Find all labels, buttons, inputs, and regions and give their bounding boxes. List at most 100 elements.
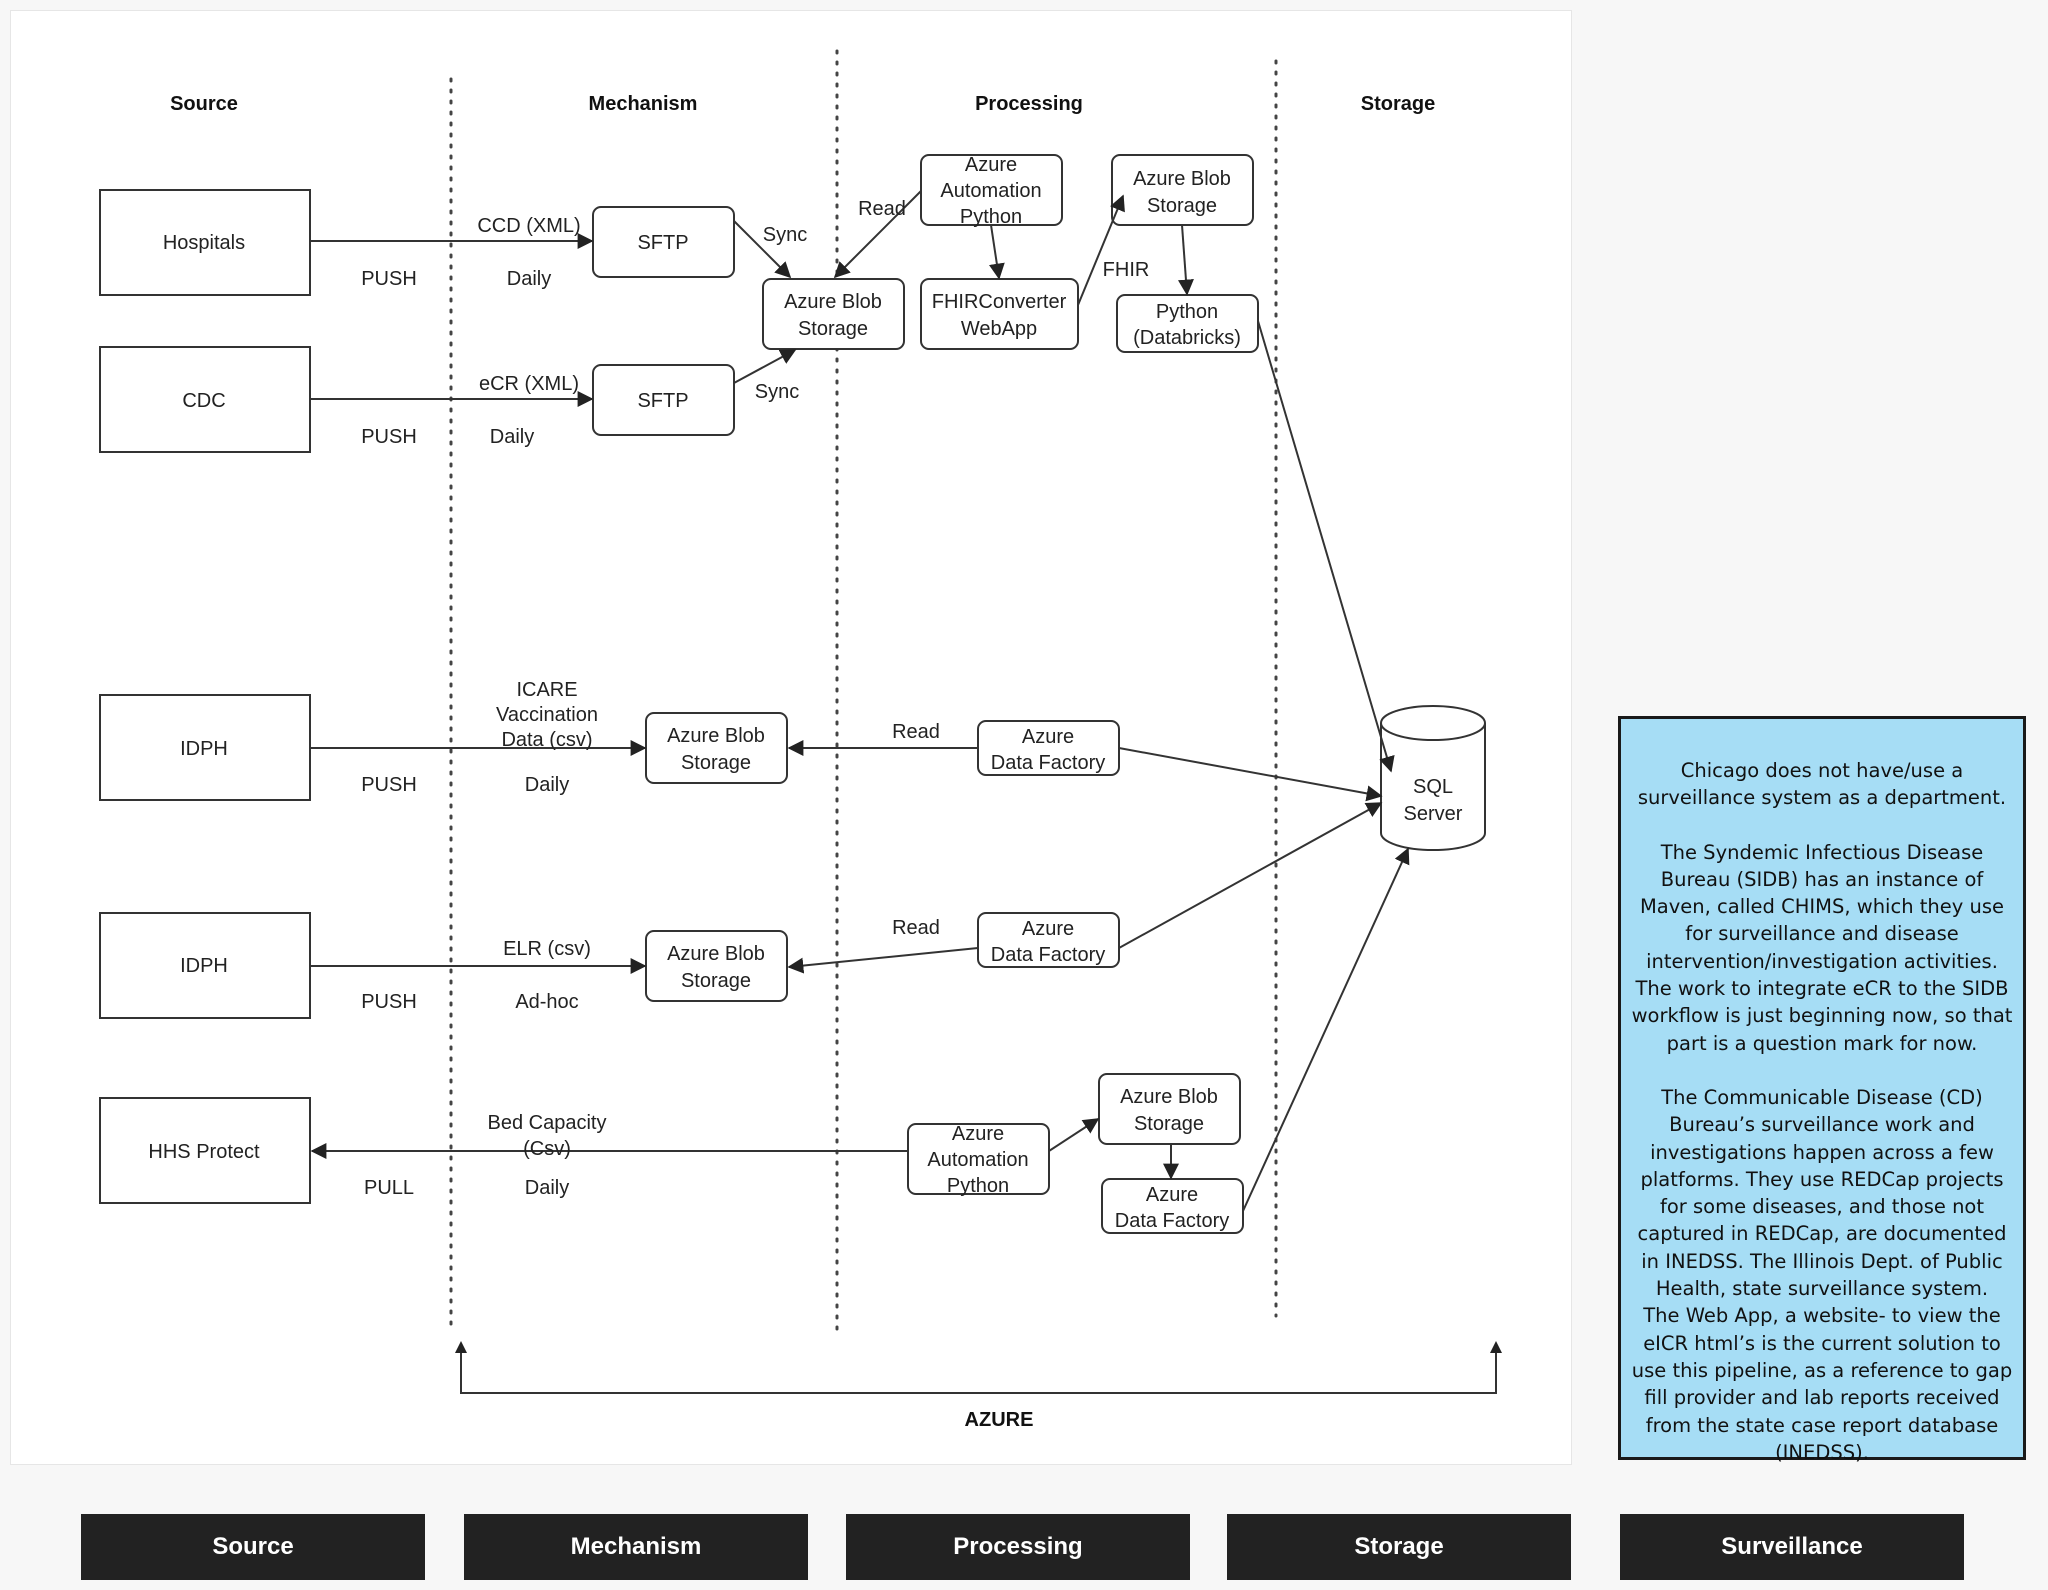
source-idph-elr: IDPH — [99, 912, 311, 1019]
edge-datafactory-to-sql — [1118, 802, 1383, 949]
flow-label-bed-line1: Bed Capacity — [488, 1112, 607, 1134]
note-paragraph: The Syndemic Infectious Disease Bureau (… — [1631, 840, 2013, 1055]
diagram-panel: Source Mechanism Processing Storage Hosp… — [10, 10, 1572, 1465]
edge-fhirconverter-to-blob — [1077, 194, 1125, 306]
tab-source[interactable]: Source — [81, 1514, 425, 1580]
edge-databricks-to-sql — [1257, 320, 1395, 773]
source-idph-label: IDPH — [180, 738, 228, 760]
flow-label-icare-line2: Vaccination — [496, 704, 598, 726]
frequency-daily: Daily — [507, 268, 551, 290]
source-idph-icare: IDPH — [99, 694, 311, 801]
data-factory-hhs: Azure Data Factory — [1101, 1178, 1244, 1234]
blob-label-line2: Storage — [1134, 1113, 1204, 1135]
automation-label-line2: Automation — [927, 1149, 1028, 1171]
tab-surveillance[interactable]: Surveillance — [1620, 1514, 1964, 1580]
edge-automation-read-blob — [833, 190, 922, 279]
edge-datafactory-read-blob — [787, 947, 979, 974]
frequency-daily: Daily — [525, 774, 569, 796]
automation-label-line3: Python — [947, 1175, 1009, 1197]
data-factory-label-line1: Azure — [1146, 1184, 1198, 1206]
frequency-daily: Daily — [525, 1177, 569, 1199]
databricks-label-line2: (Databricks) — [1133, 327, 1241, 349]
flow-label-icare-line3: Data (csv) — [501, 729, 592, 751]
source-hhs-protect: HHS Protect — [99, 1097, 311, 1204]
blob-label-line1: Azure Blob — [1120, 1086, 1218, 1108]
edge-automation-to-fhirconverter — [988, 224, 1005, 280]
source-hospitals-label: Hospitals — [163, 232, 245, 254]
surveillance-note: Chicago does not have/use a surveillance… — [1618, 716, 2026, 1464]
source-cdc-label: CDC — [182, 390, 225, 412]
data-factory-label-line2: Data Factory — [991, 944, 1105, 966]
sftp-label: SFTP — [637, 232, 688, 254]
flow-label-ccd: CCD (XML) — [477, 215, 580, 237]
source-hospitals: Hospitals — [99, 189, 311, 296]
edge-datafactory-to-sql — [1242, 847, 1410, 1212]
automation-python-top: Azure Automation Python — [920, 154, 1063, 228]
sql-server-cylinder: SQL Server — [1380, 705, 1486, 851]
sql-label-line1: SQL — [1413, 776, 1453, 798]
edge-label-fhir: FHIR — [1103, 259, 1150, 281]
blob-label-line1: Azure Blob — [667, 725, 765, 747]
automation-label-line3: Python — [960, 206, 1022, 228]
azure-boundary-bracket — [455, 1341, 1502, 1394]
data-pipeline-diagram: Source Mechanism Processing Storage Hosp… — [99, 49, 1502, 1431]
automation-label-line1: Azure — [952, 1123, 1004, 1145]
flow-label-bed-line2: (Csv) — [523, 1138, 571, 1160]
note-paragraph: Chicago does not have/use a surveillance… — [1637, 759, 2007, 810]
note-paragraph: The Web App, a website- to view the eICR… — [1631, 1304, 2013, 1464]
blob-storage-hhs: Azure Blob Storage — [1098, 1073, 1241, 1145]
mode-push: PUSH — [361, 268, 417, 290]
sftp-label: SFTP — [637, 390, 688, 412]
automation-label-line2: Automation — [940, 180, 1041, 202]
tab-processing[interactable]: Processing — [846, 1514, 1190, 1580]
databricks-label-line1: Python — [1156, 301, 1218, 323]
edge-sftp-sync-blob — [733, 349, 797, 384]
data-factory-label-line2: Data Factory — [991, 752, 1105, 774]
blob-label-line1: Azure Blob — [667, 943, 765, 965]
data-factory-label-line1: Azure — [1022, 918, 1074, 940]
data-factory-label-line2: Data Factory — [1115, 1210, 1229, 1232]
blob-label-line1: Azure Blob — [784, 291, 882, 313]
tab-mechanism[interactable]: Mechanism — [464, 1514, 808, 1580]
blob-label-line2: Storage — [681, 752, 751, 774]
sftp-hospitals: SFTP — [592, 206, 735, 278]
mode-pull: PULL — [364, 1177, 414, 1199]
blob-label-line2: Storage — [681, 970, 751, 992]
data-factory-elr: Azure Data Factory — [977, 912, 1120, 968]
tab-storage[interactable]: Storage — [1227, 1514, 1571, 1580]
flow-label-icare-line1: ICARE — [516, 679, 577, 701]
blob-label-line2: Storage — [1147, 195, 1217, 217]
python-databricks: Python (Databricks) — [1116, 294, 1259, 353]
frequency-daily: Daily — [490, 426, 534, 448]
edge-label-read: Read — [858, 198, 906, 220]
mode-push: PUSH — [361, 426, 417, 448]
edge-datafactory-to-sql — [1118, 747, 1383, 802]
column-header-processing: Processing — [975, 93, 1083, 115]
fhirconverter-label-line2: WebApp — [961, 318, 1037, 340]
blob-label-line2: Storage — [798, 318, 868, 340]
edge-sftp-sync-blob — [733, 220, 792, 279]
automation-label-line1: Azure — [965, 154, 1017, 176]
flow-label-elr: ELR (csv) — [503, 938, 591, 960]
mode-push: PUSH — [361, 991, 417, 1013]
source-hhs-protect-label: HHS Protect — [148, 1141, 260, 1163]
column-header-mechanism: Mechanism — [589, 93, 698, 115]
flow-label-ecr: eCR (XML) — [479, 373, 579, 395]
blob-storage-icare: Azure Blob Storage — [645, 712, 788, 784]
edge-label-sync: Sync — [763, 224, 807, 246]
blob-label-line1: Azure Blob — [1133, 168, 1231, 190]
sftp-cdc: SFTP — [592, 364, 735, 436]
data-factory-label-line1: Azure — [1022, 726, 1074, 748]
edge-blob-to-databricks — [1177, 224, 1194, 296]
note-paragraph: The Communicable Disease (CD) Bureau’s s… — [1637, 1085, 2007, 1301]
edge-label-sync: Sync — [755, 381, 799, 403]
edge-label-read: Read — [892, 917, 940, 939]
fhirconverter-webapp: FHIRConverter WebApp — [920, 278, 1079, 350]
sql-label-line2: Server — [1404, 803, 1463, 825]
azure-label: AZURE — [965, 1409, 1034, 1431]
mode-push: PUSH — [361, 774, 417, 796]
blob-storage-central: Azure Blob Storage — [762, 278, 905, 350]
blob-storage-elr: Azure Blob Storage — [645, 930, 788, 1002]
blob-storage-fhir: Azure Blob Storage — [1111, 154, 1254, 226]
column-header-storage: Storage — [1361, 93, 1435, 115]
